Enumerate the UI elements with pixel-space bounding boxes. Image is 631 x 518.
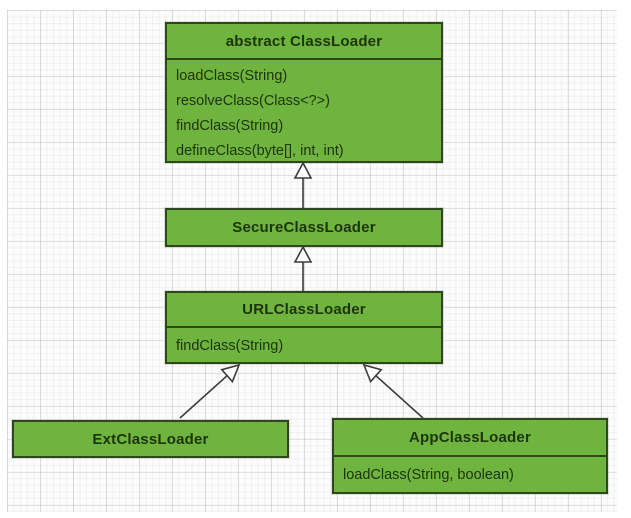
class-box-appclassloader: AppClassLoader loadClass(String, boolean… xyxy=(332,418,608,494)
generalization-arrow-url-to-secure xyxy=(293,245,313,291)
class-methods: loadClass(String, boolean) xyxy=(334,457,606,490)
method-item: findClass(String) xyxy=(176,338,284,354)
class-box-secureclassloader: SecureClassLoader xyxy=(165,208,443,247)
class-title: ExtClassLoader xyxy=(92,430,209,448)
method-item: loadClass(String, boolean) xyxy=(343,467,514,483)
generalization-arrow-app-to-url xyxy=(362,363,424,419)
method-item: defineClass(byte[], int, int) xyxy=(176,143,344,159)
class-box-urlclassloader: URLClassLoader findClass(String) xyxy=(165,291,443,364)
generalization-arrow-ext-to-url xyxy=(179,363,241,419)
class-box-extclassloader: ExtClassLoader xyxy=(12,420,289,458)
class-methods: findClass(String) xyxy=(167,328,441,360)
generalization-arrow-secure-to-classloader xyxy=(293,161,313,208)
class-title: URLClassLoader xyxy=(167,293,441,328)
class-methods: loadClass(String) resolveClass(Class<?>)… xyxy=(167,60,441,164)
class-title: abstract ClassLoader xyxy=(167,24,441,60)
class-title: AppClassLoader xyxy=(334,420,606,457)
method-item: findClass(String) xyxy=(176,118,284,134)
method-item: resolveClass(Class<?>) xyxy=(176,93,330,109)
class-box-abstract-classloader: abstract ClassLoader loadClass(String) r… xyxy=(165,22,443,163)
class-title: SecureClassLoader xyxy=(232,219,376,236)
method-item: loadClass(String) xyxy=(176,68,288,84)
